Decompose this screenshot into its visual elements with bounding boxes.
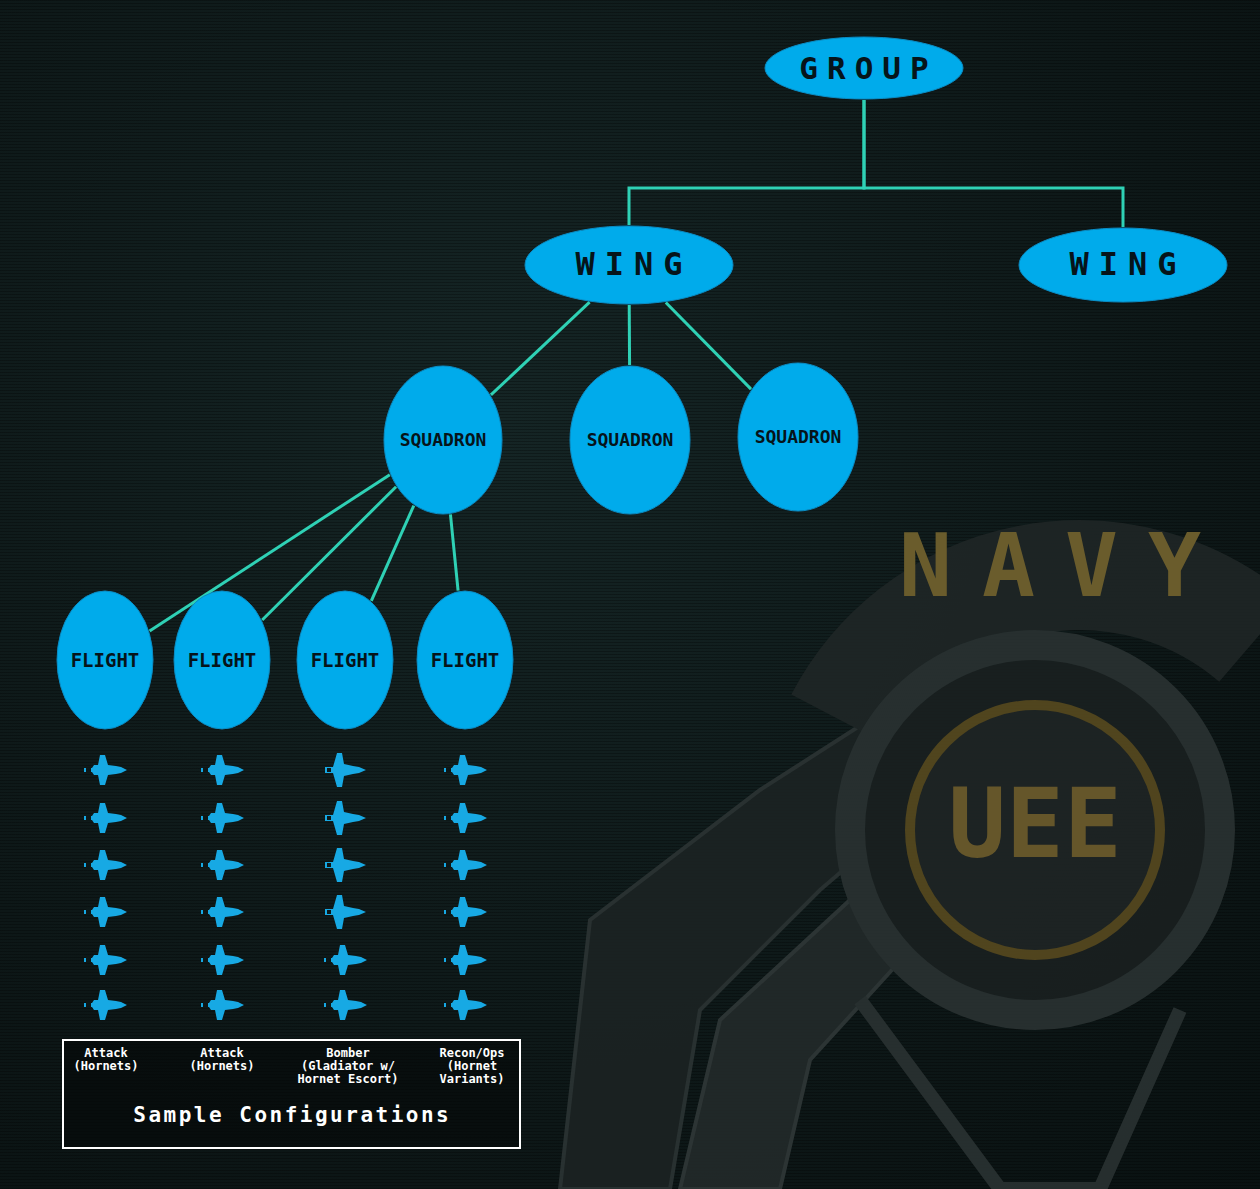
hornet-icon <box>201 755 244 785</box>
emblem-ring <box>850 645 1220 1015</box>
navy-emblem <box>560 575 1255 1189</box>
ellipse-shape <box>57 591 153 729</box>
node-label: FLIGHT <box>311 650 380 671</box>
ellipse-shape <box>525 226 733 304</box>
squadron-ellipse: SQUADRON <box>383 365 503 515</box>
ellipse-shape <box>174 591 270 729</box>
hornet-icon <box>444 803 487 833</box>
ellipse-shape <box>570 366 690 514</box>
flight-ellipse: FLIGHT <box>296 590 394 730</box>
configuration-label: Recon/Ops (Hornet Variants) <box>430 1047 514 1087</box>
node-label: WING <box>565 247 692 282</box>
hornet-icon <box>201 945 244 975</box>
emblem-gold-ring <box>910 705 1160 955</box>
hornet-icon <box>444 897 487 927</box>
ellipse-shape <box>765 37 963 99</box>
hierarchy-connector <box>628 305 631 365</box>
flight-ellipse: FLIGHT <box>416 590 514 730</box>
gladiator-icon <box>325 753 366 787</box>
hornet-icon <box>201 850 244 880</box>
node-label: GROUP <box>790 51 937 85</box>
configuration-caption: Sample Configurations <box>131 1104 452 1127</box>
hornet-icon <box>201 897 244 927</box>
hornet-icon <box>84 990 127 1020</box>
hornet-icon <box>84 945 127 975</box>
hierarchy-connector <box>629 100 864 225</box>
hierarchy-connector <box>864 100 1123 227</box>
hornet-icon <box>84 850 127 880</box>
ellipse-shape <box>738 363 858 511</box>
node-label: FLIGHT <box>71 650 140 671</box>
hornet-icon <box>324 945 367 975</box>
gladiator-icon <box>325 801 366 835</box>
configuration-label: Attack (Hornets) <box>64 1047 148 1073</box>
aircraft-icons <box>84 753 487 1020</box>
hornet-icon <box>444 945 487 975</box>
ellipse-shape <box>417 591 513 729</box>
hornet-icon <box>324 990 367 1020</box>
flight-ellipse: FLIGHT <box>173 590 271 730</box>
hornet-icon <box>444 850 487 880</box>
flight-ellipse: FLIGHT <box>56 590 154 730</box>
hornet-icon <box>84 803 127 833</box>
configuration-label: Attack (Hornets) <box>180 1047 264 1073</box>
squadron-ellipse: SQUADRON <box>737 362 859 512</box>
node-label: FLIGHT <box>431 650 500 671</box>
hierarchy-connector <box>371 506 414 601</box>
hierarchy-connector <box>666 302 751 389</box>
group-ellipse: GROUP <box>764 36 964 100</box>
hierarchy-connector <box>450 514 458 590</box>
hornet-icon <box>201 990 244 1020</box>
hornet-icon <box>84 755 127 785</box>
ellipse-shape <box>297 591 393 729</box>
node-label: SQUADRON <box>587 430 674 450</box>
hornet-icon <box>444 755 487 785</box>
emblem-star-point <box>860 1000 1180 1189</box>
ellipse-shape <box>384 366 502 514</box>
emblem-watermark: UEE <box>948 772 1121 878</box>
emblem-watermark: NAVY <box>869 518 1231 615</box>
node-label: FLIGHT <box>188 650 257 671</box>
configuration-label: Bomber (Gladiator w/ Hornet Escort) <box>290 1047 406 1087</box>
hornet-icon <box>444 990 487 1020</box>
hierarchy-connector <box>491 302 590 395</box>
hornet-icon <box>84 897 127 927</box>
configuration-frame <box>63 1040 520 1148</box>
gladiator-icon <box>325 895 366 929</box>
ellipse-shape <box>1019 228 1227 302</box>
node-label: SQUADRON <box>400 430 487 450</box>
node-label: SQUADRON <box>755 427 842 447</box>
wing-ellipse: WING <box>524 225 734 305</box>
node-label: WING <box>1059 247 1186 282</box>
gladiator-icon <box>325 848 366 882</box>
squadron-ellipse: SQUADRON <box>569 365 691 515</box>
hornet-icon <box>201 803 244 833</box>
wing-ellipse: WING <box>1018 227 1228 303</box>
